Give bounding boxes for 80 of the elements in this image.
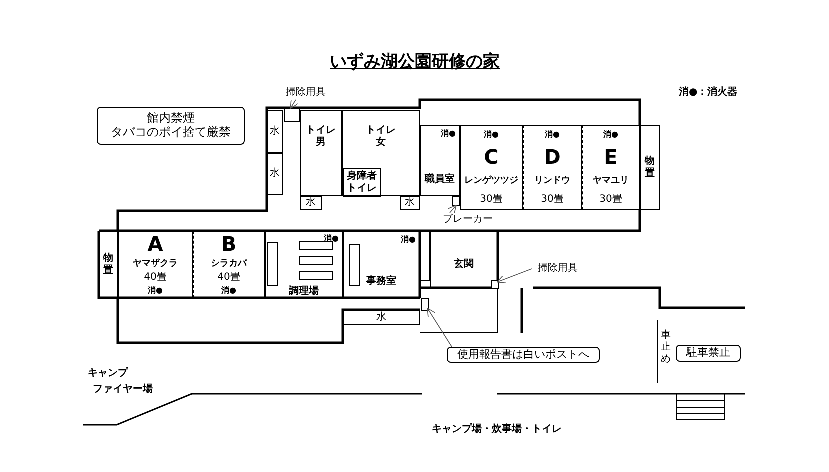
room-letter: E (604, 146, 618, 170)
room-label: ヤマザクラ (133, 259, 178, 270)
room-label: リンドウ (534, 176, 570, 187)
room-letter: C (484, 146, 499, 170)
guest-room (460, 125, 523, 210)
storeroom (640, 125, 660, 210)
storage-closet (491, 280, 499, 289)
room-size: 30畳 (480, 194, 503, 206)
water-area (267, 153, 283, 195)
accessible-toilet (343, 168, 381, 197)
room-label: トイレ (347, 182, 377, 194)
extinguisher-mark: 消● (441, 129, 456, 138)
callout-text: 掃除用具 (286, 87, 326, 99)
room-label: 物置 (103, 253, 114, 276)
callout-text: 掃除用具 (538, 263, 578, 275)
water-area (267, 110, 283, 153)
legend-text: 消●：消火器 (679, 86, 738, 99)
room-label: 職員室 (425, 174, 455, 185)
notice-box (447, 347, 600, 363)
room-label: 物置 (644, 156, 656, 179)
guest-room (118, 231, 193, 298)
leader-arrow (290, 99, 299, 110)
guest-room (193, 231, 265, 298)
leader-arrow (448, 205, 457, 214)
room-label: 水 (270, 126, 280, 138)
callout-text: ブレーカー (443, 214, 493, 226)
area-label: キャンプ場・炊事場・トイレ (432, 422, 562, 436)
notice-box (676, 345, 741, 362)
storage-closet (284, 108, 300, 122)
area-label: キャンプ (88, 366, 128, 380)
water-area (343, 310, 420, 325)
extinguisher-mark: 消● (401, 235, 416, 244)
room-label: 男 (316, 136, 326, 148)
leader-arrow (427, 308, 452, 348)
room-letter: A (148, 233, 164, 256)
extinguisher-mark: 消● (148, 286, 163, 296)
room-label: 事務室 (366, 276, 396, 287)
room-size: 30畳 (600, 194, 622, 206)
water-area (400, 196, 420, 210)
notice-box (97, 107, 245, 145)
guest-room (582, 125, 640, 210)
toilet-room (342, 110, 420, 196)
extinguisher-mark: 消● (484, 130, 499, 139)
room-label: 水 (376, 312, 386, 324)
room-label: トイレ (366, 125, 396, 136)
room-label: 女 (376, 136, 386, 148)
post-box (421, 298, 429, 311)
toilet-room (300, 110, 342, 196)
room-label: 水 (306, 197, 316, 209)
extinguisher-mark: 消● (222, 286, 236, 296)
room-size: 40畳 (218, 272, 240, 284)
area-label: ファイヤー場 (93, 382, 153, 396)
room-letter: B (221, 233, 237, 256)
notice-text: タバコのポイ捨て厳禁 (111, 126, 231, 140)
notice-text: 駐車禁止 (686, 347, 730, 360)
water-area (300, 196, 322, 210)
room-label: レンゲツツジ (464, 176, 518, 187)
room-label: 身障者 (347, 171, 377, 182)
kitchen-room (265, 231, 343, 298)
room-label: 水 (270, 168, 280, 180)
guest-room (523, 125, 582, 210)
extinguisher-mark: 消● (604, 130, 618, 139)
notice-text: 館内禁煙 (147, 112, 195, 126)
title: いずみ湖公園研修の家 (329, 51, 501, 73)
room-label: ヤマユリ (593, 176, 629, 187)
car-stop-label: 車止め (661, 330, 672, 366)
leader-arrow (496, 268, 532, 284)
breaker-box (452, 196, 460, 206)
room-label: トイレ (306, 125, 336, 136)
staff-room (420, 125, 460, 196)
room-label: シラカバ (211, 259, 247, 270)
notice-text: 使用報告書は白いポストへ (458, 348, 590, 362)
room-label: 水 (405, 197, 415, 209)
entrance-hall (430, 231, 498, 288)
room-label: 玄関 (454, 258, 474, 270)
room-letter: D (544, 146, 561, 170)
extinguisher-mark: 消● (545, 130, 560, 139)
room-size: 40畳 (144, 272, 167, 284)
room-label: 調理場 (289, 286, 319, 297)
room-size: 30畳 (541, 194, 564, 206)
